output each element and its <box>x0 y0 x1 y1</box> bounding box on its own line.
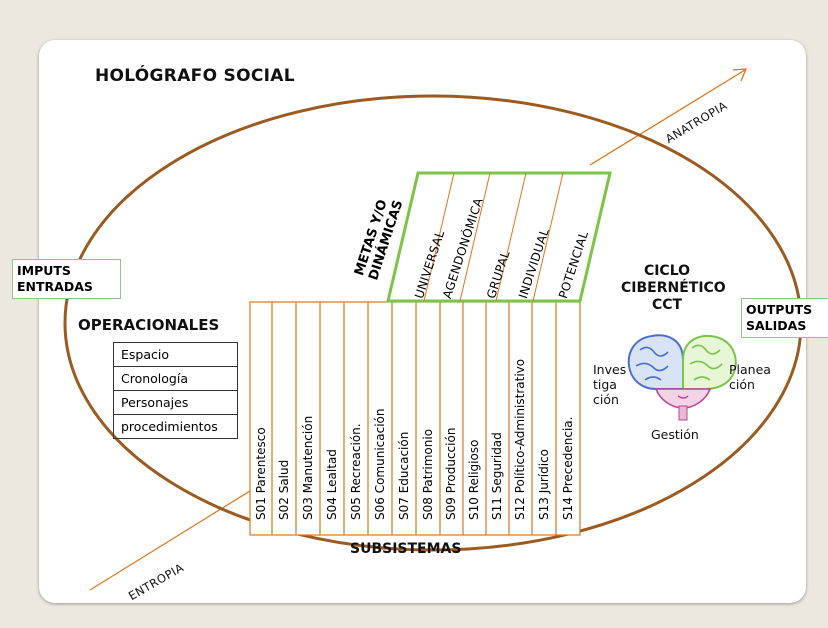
brain-label-investigacion: Inves tiga ción <box>593 362 626 407</box>
outputs-line2: SALIDAS <box>746 318 807 333</box>
ciclo-line2: CIBERNÉTICO <box>621 280 726 296</box>
operacionales-item: Personajes <box>114 391 237 415</box>
subsistema-item: S09 Producción <box>444 427 458 520</box>
subsistemas-title: SUBSISTEMAS <box>350 541 462 557</box>
subsistema-item: S14 Precedencia. <box>561 416 575 520</box>
brain-left-3: ción <box>593 392 619 407</box>
operacionales-title: OPERACIONALES <box>78 316 220 334</box>
inputs-line1: IMPUTS <box>17 263 71 278</box>
anatropia-arrowhead <box>732 68 748 82</box>
brain-illustration <box>627 334 737 421</box>
subsistemas-columns <box>249 301 581 536</box>
brain-label-planeacion: Planea ción <box>729 362 771 392</box>
subsistema-item: S08 Patrimonio <box>421 428 435 520</box>
inputs-box: IMPUTS ENTRADAS <box>12 259 121 299</box>
subsistema-item: S04 Lealtad <box>325 449 339 520</box>
anatropia-arrow <box>589 69 746 166</box>
subsistema-item: S06 Comunicación <box>373 408 387 521</box>
subsistema-item: S02 Salud <box>277 459 291 520</box>
brain-label-gestion: Gestión <box>651 427 699 442</box>
subsistema-item: S10 Religioso <box>467 439 481 520</box>
subsistema-item: S01 Parentesco <box>254 427 268 520</box>
subsistema-item: S03 Manutención <box>301 415 315 520</box>
metas-parallelogram <box>386 171 612 303</box>
page-title: HOLÓGRAFO SOCIAL <box>95 66 295 86</box>
subsistema-item: S12 Político-Administrativo <box>513 358 527 520</box>
ciclo-title: CICLO CIBERNÉTICO CCT <box>621 263 726 314</box>
outputs-line1: OUTPUTS <box>746 302 813 317</box>
subsistema-item: S11 Seguridad <box>490 432 504 520</box>
subsistema-item: S13 Jurídico <box>537 448 551 520</box>
inputs-line2: ENTRADAS <box>17 279 93 294</box>
outputs-box: OUTPUTS SALIDAS <box>741 298 828 338</box>
ciclo-line1: CICLO <box>643 263 691 279</box>
operacionales-item: procedimientos <box>121 419 218 434</box>
subsistema-item: S07 Educación <box>397 431 411 520</box>
operacionales-item: Espacio <box>114 343 237 367</box>
brain-left-1: Inves <box>593 362 627 377</box>
brain-right-2: ción <box>729 377 755 392</box>
ciclo-line3: CCT <box>651 297 683 313</box>
subsistema-item: S05 Recreación. <box>349 423 363 520</box>
operacionales-item: Cronología <box>114 367 237 391</box>
brain-right-1: Planea <box>729 362 771 377</box>
operacionales-table: Espacio Cronología Personajes procedimie… <box>113 342 238 439</box>
brain-left-2: tiga <box>593 377 617 392</box>
